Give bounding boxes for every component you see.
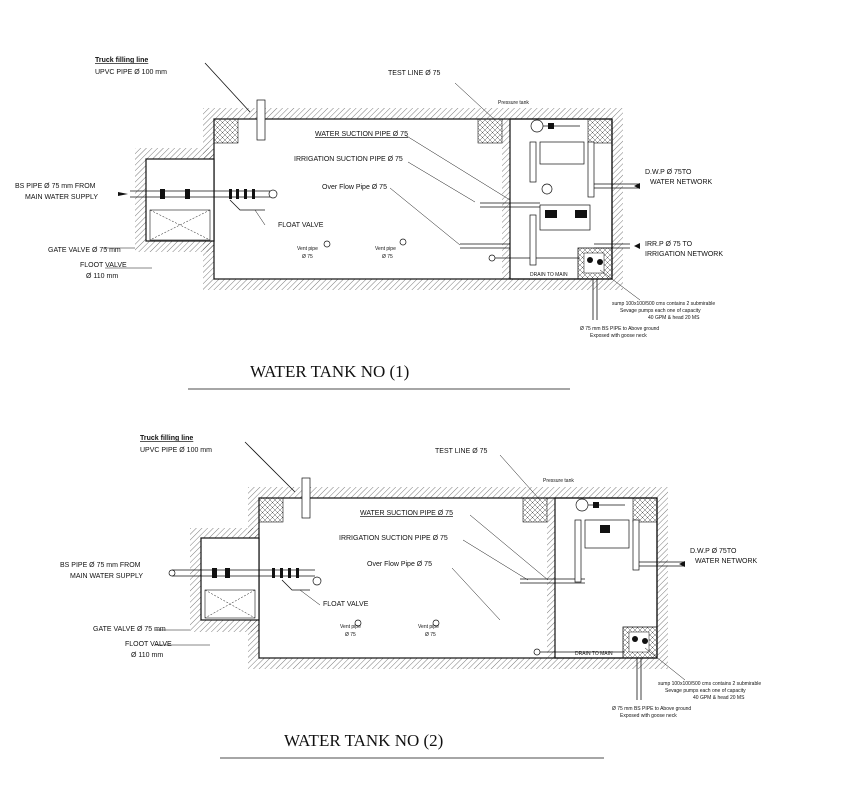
tank-1-leader-lines — [105, 82, 511, 269]
tank-1-irrp-label-2: IRRIGATION NETWORK — [645, 251, 723, 258]
tank-1-float-valve-label: FLOAT VALVE — [278, 222, 324, 229]
tank-2-overflow-label: Over Flow Pipe Ø 75 — [367, 561, 432, 568]
tank-2-leader-lines — [155, 454, 549, 646]
tank-1-truck-line-label: Truck filling line — [95, 57, 148, 64]
tank-2-vent-pipe-2 — [432, 619, 440, 627]
tank-1-bs-pipe-label-1: BS PIPE Ø 75 mm FROM — [15, 183, 96, 190]
tank-2-internal-pipes — [520, 578, 625, 656]
tank-2-vent-label-2a: Vent pipe — [418, 624, 439, 630]
tank-2-manholes — [204, 497, 658, 619]
tank-1-drain-label: DRAIN TO MAIN — [530, 272, 568, 278]
tank-1-sump — [577, 247, 641, 320]
tank-1-inlet-pipe — [118, 189, 278, 211]
tank-2-bs-pipe-label-2: MAIN WATER SUPPLY — [70, 573, 143, 580]
tank-1-pump-room — [529, 119, 640, 266]
tank-2-inlet-pipe — [168, 568, 322, 591]
tank-1-vent-label-1a: Vent pipe — [297, 246, 318, 252]
tank-1-irrigation-suction-label: IRRIGATION SUCTION PIPE Ø 75 — [294, 156, 403, 163]
tank-2-truck-line-label: Truck filling line — [140, 435, 193, 442]
tank-1-sump-label-2: Sevage pumps each one of capacity — [620, 308, 701, 314]
tank-2-sump-label-3: 40 GPM & head 20 MS — [693, 695, 745, 701]
tank-2-bs-pipe-label-1: BS PIPE Ø 75 mm FROM — [60, 562, 141, 569]
tank-2-floot-valve-label-2: Ø 110 mm — [131, 652, 163, 659]
tank-1-sump-label-1: sump 100x100/500 cms contains 2 submirab… — [612, 301, 715, 307]
tank-1-pressure-tank-label: Pressure tank — [498, 100, 529, 106]
tank-1-overflow-label: Over Flow Pipe Ø 75 — [322, 184, 387, 191]
tank-1-walls — [135, 108, 623, 290]
tank-2-vent-label-2b: Ø 75 — [425, 632, 436, 638]
tank-1-truck-filling-pipe — [204, 62, 266, 141]
tank-2-sump-label-2: Sevage pumps each one of capacity — [665, 688, 746, 694]
tank-1-sump-label-3: 40 GPM & head 20 MS — [648, 315, 700, 321]
tank-2-pressure-tank-label: Pressure tank — [543, 478, 574, 484]
tank-2-water-suction-label: WATER SUCTION PIPE Ø 75 — [360, 510, 453, 517]
tank-1-dwp-label-1: D.W.P Ø 75TO — [645, 169, 692, 176]
tank-1-pipe-note-1: Ø 75 mm BS PIPE to Above ground — [580, 326, 659, 332]
tank-1-title: WATER TANK NO (1) — [250, 362, 409, 381]
tank-2-vent-label-1b: Ø 75 — [345, 632, 356, 638]
tank-2-float-valve-label: FLOAT VALVE — [323, 601, 369, 608]
tank-2-sump-label-1: sump 100x100/500 cms contains 2 submirab… — [658, 681, 761, 687]
tank-2-sump — [622, 626, 686, 700]
tank-2-test-line-label: TEST LINE Ø 75 — [435, 448, 487, 455]
tank-2-dwp-label-1: D.W.P Ø 75TO — [690, 548, 737, 555]
tank-1-upvc-pipe-label: UPVC PIPE Ø 100 mm — [95, 69, 167, 76]
tank-2-vent-pipe-1 — [354, 619, 362, 627]
tank-2-dwp-label-2: WATER NETWORK — [695, 558, 758, 565]
tank-2-irrigation-suction-label: IRRIGATION SUCTION PIPE Ø 75 — [339, 535, 448, 542]
tank-1-water-suction-label: WATER SUCTION PIPE Ø 75 — [315, 131, 408, 138]
tank-1-floot-valve-label-1: FLOOT VALVE — [80, 262, 127, 269]
tank-1-pipe-note-2: Exposed with goose neck — [590, 333, 647, 339]
tank-2-title: WATER TANK NO (2) — [284, 731, 443, 750]
tank-1-internal-pipes — [460, 202, 580, 262]
tank-1-vent-label-2a: Vent pipe — [375, 246, 396, 252]
tank-2-gate-valve-label: GATE VALVE Ø 75 mm — [93, 626, 166, 633]
tank-2-drain-label: DRAIN TO MAIN — [575, 651, 613, 657]
tank-2-plan — [155, 441, 686, 759]
tank-1-dwp-label-2: WATER NETWORK — [650, 179, 713, 186]
tank-2-upvc-pipe-label: UPVC PIPE Ø 100 mm — [140, 447, 212, 454]
tank-2-pump-room — [574, 498, 685, 583]
tank-1-test-line-label: TEST LINE Ø 75 — [388, 70, 440, 77]
tank-1-gate-valve-label: GATE VALVE Ø 75 mm — [48, 247, 121, 254]
tank-1-vent-label-1b: Ø 75 — [302, 254, 313, 260]
tank-1-vent-pipe-2 — [399, 238, 407, 246]
tank-2-truck-filling-pipe — [244, 441, 311, 519]
tank-1-floot-valve-label-2: Ø 110 mm — [86, 273, 118, 280]
tank-2-pipe-note-1: Ø 75 mm BS PIPE to Above ground — [612, 706, 691, 712]
tank-1-bs-pipe-label-2: MAIN WATER SUPPLY — [25, 194, 98, 201]
tank-1-vent-label-2b: Ø 75 — [382, 254, 393, 260]
tank-2-vent-label-1a: Vent pipe — [340, 624, 361, 630]
tank-1-vent-pipe-1 — [323, 240, 331, 248]
tank-1-plan — [105, 62, 641, 390]
tank-2-pipe-note-2: Exposed with goose neck — [620, 713, 677, 719]
tank-1-manholes — [149, 118, 613, 241]
tank-2-floot-valve-label-1: FLOOT VALVE — [125, 641, 172, 648]
tank-1-irrp-label-1: IRR.P Ø 75 TO — [645, 241, 693, 248]
